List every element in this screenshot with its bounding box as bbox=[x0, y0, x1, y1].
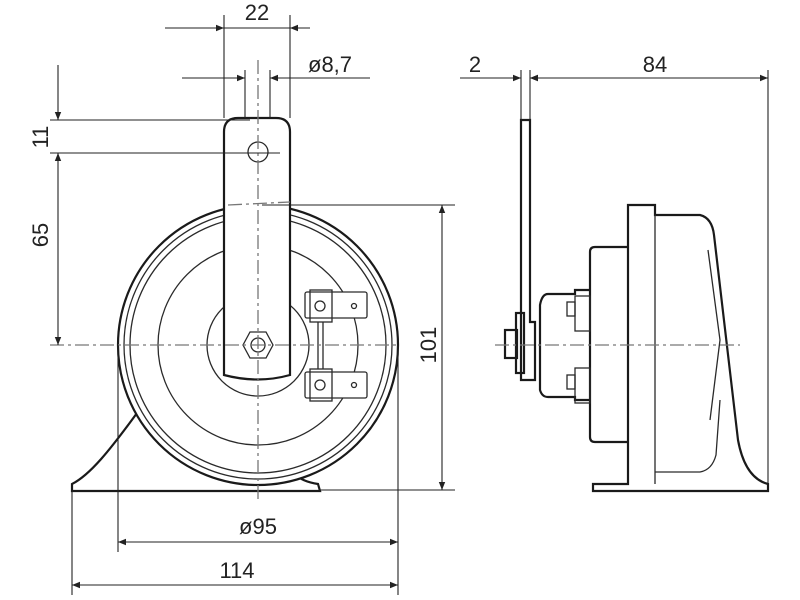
dim-bracket-thickness: 2 bbox=[469, 52, 481, 77]
dim-hole-diameter: ø8,7 bbox=[308, 52, 352, 77]
mounting-bracket bbox=[222, 116, 292, 381]
dim-top-offset: 11 bbox=[28, 126, 53, 149]
dimension-lines bbox=[50, 15, 769, 595]
front-foot bbox=[70, 412, 322, 493]
dim-bracket-width: 22 bbox=[245, 0, 269, 25]
side-bolt bbox=[503, 328, 519, 360]
dim-body-diameter: ø95 bbox=[239, 514, 277, 539]
front-view bbox=[50, 60, 400, 500]
hex-nut bbox=[242, 331, 274, 359]
dim-base-width: 114 bbox=[219, 558, 254, 583]
dim-depth: 84 bbox=[643, 52, 667, 77]
dim-hole-to-center: 65 bbox=[28, 223, 53, 247]
side-housing bbox=[591, 203, 770, 493]
side-view bbox=[495, 118, 770, 493]
dim-height: 101 bbox=[416, 327, 441, 364]
dimension-labels: 22 ø8,7 11 65 101 ø95 114 2 84 bbox=[28, 0, 667, 583]
